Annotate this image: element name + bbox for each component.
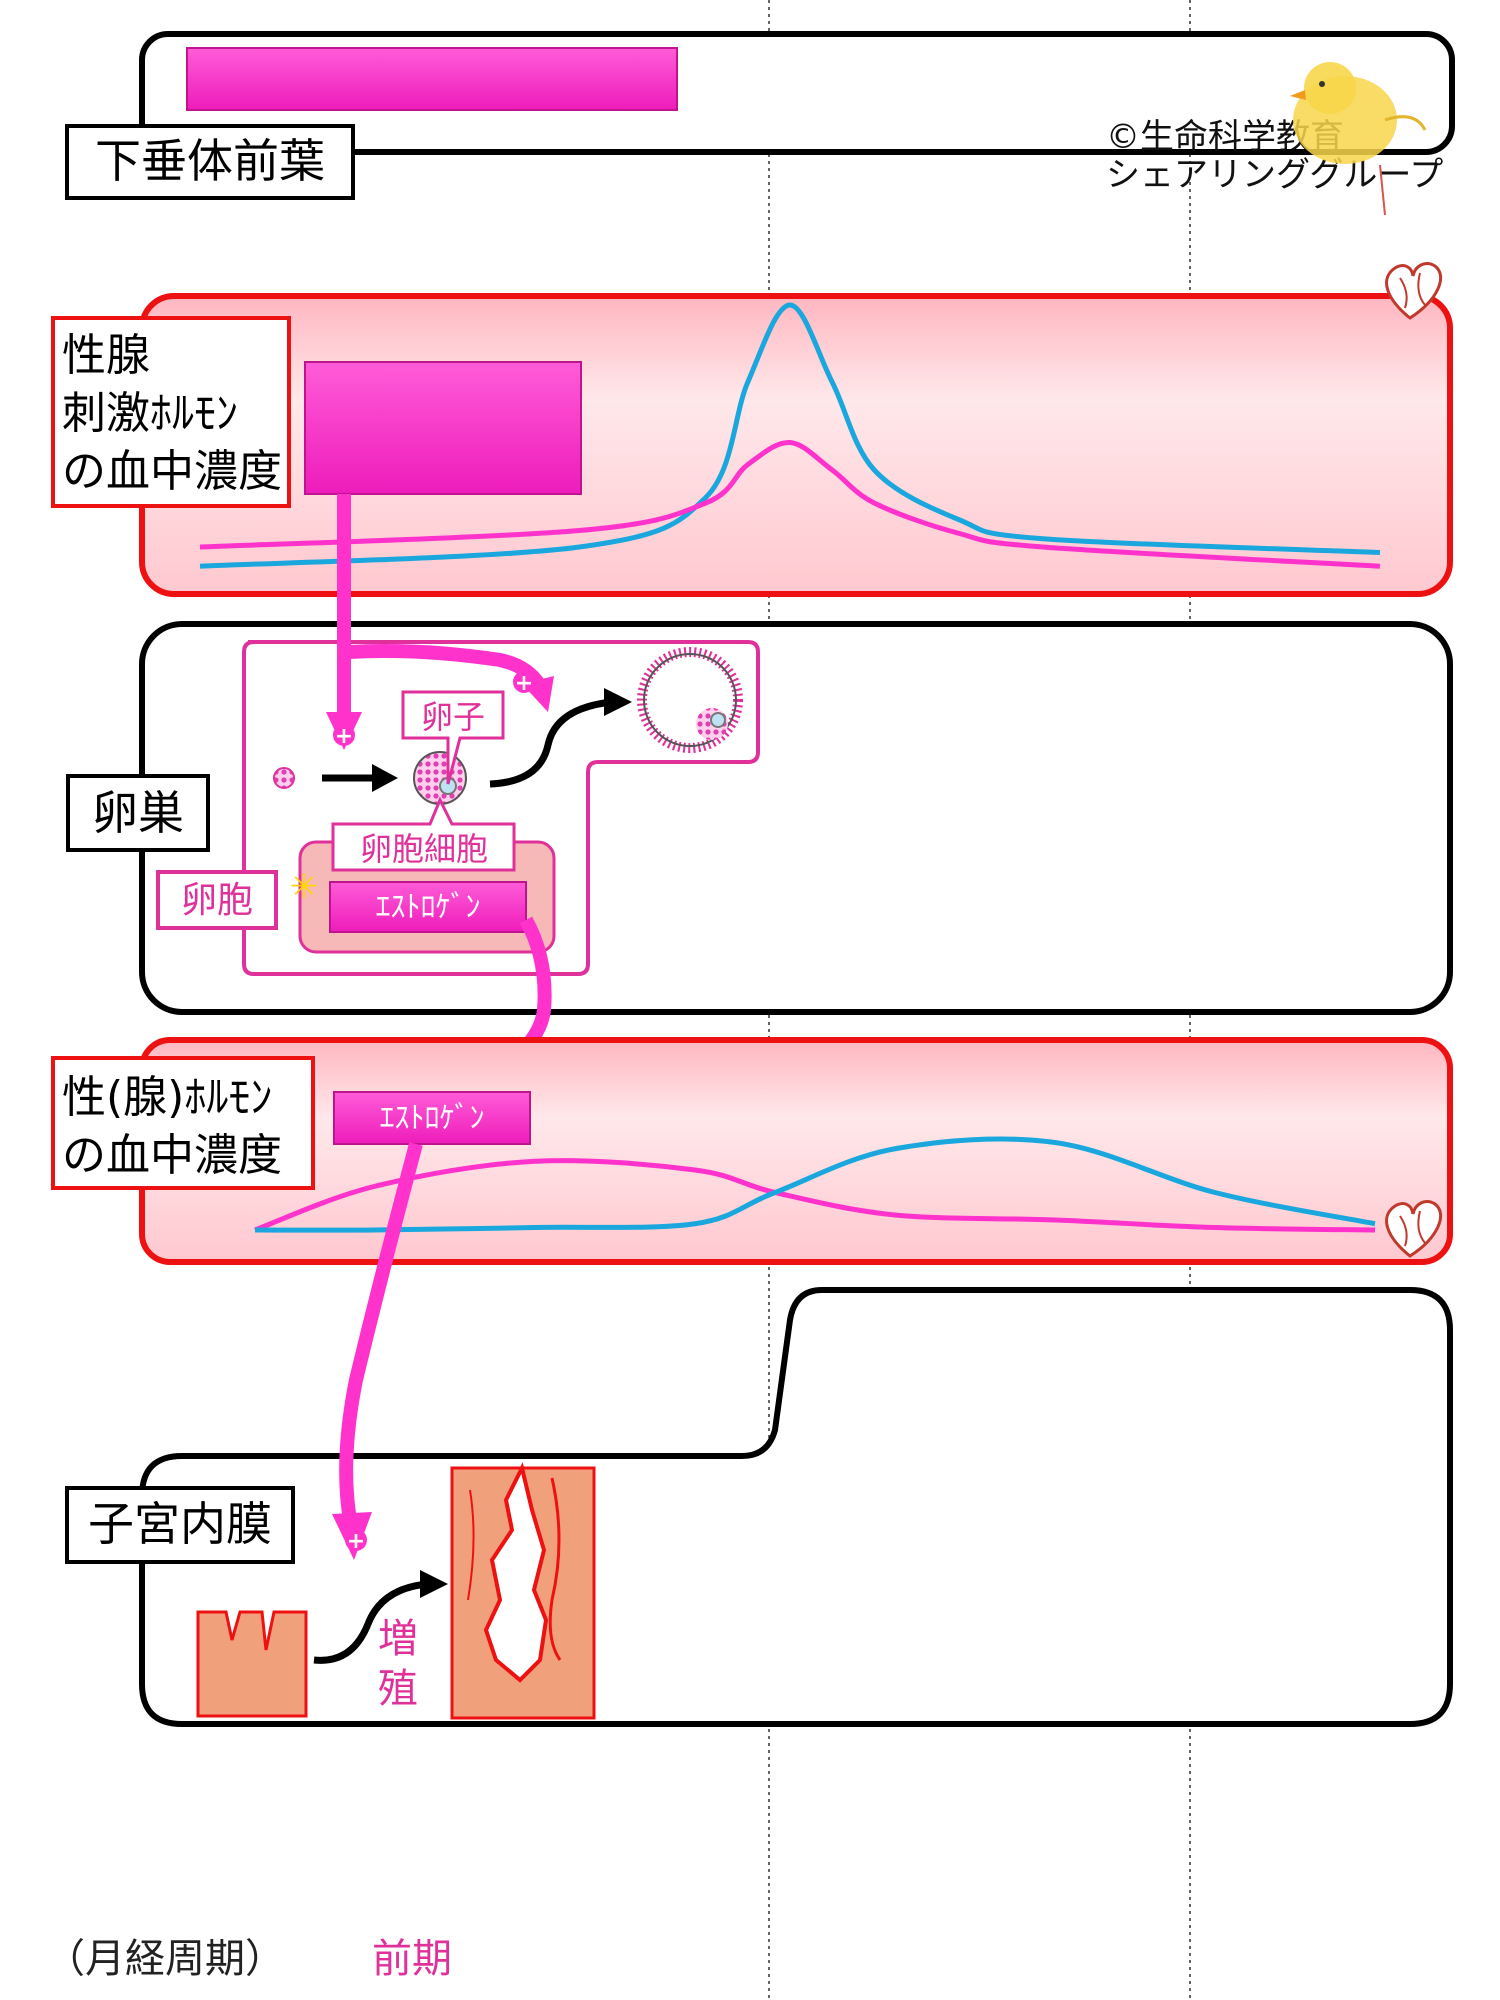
gonadotropin-hormone-box [304,361,582,495]
granulosa-label: 卵胞細胞 [360,830,488,868]
development-arrow-1-head [372,764,398,792]
egg-callout [401,690,505,785]
ovary-label: 卵巣 [92,786,184,840]
proliferation-label-1: 増 [378,1616,418,1662]
plus-sign: + [347,1529,365,1554]
phase-label: 前期 [372,1936,452,1982]
cycle-label: （月経周期） [45,1936,285,1982]
endometrium-label-box [65,1486,295,1564]
series-line-2 [199,440,1381,569]
heart-icon [1385,262,1443,320]
primordial-follicle [273,767,295,789]
pituitary-label: 下垂体前葉 [95,134,325,188]
estrogen-to-uterus-arrow [339,1142,423,1522]
plus-sign: + [335,724,353,749]
egg-label: 卵子 [421,698,485,736]
blood-estrogen-box [333,1091,531,1145]
proliferation-label-2: 殖 [378,1666,418,1712]
proliferation-arrow-head [420,1570,448,1598]
series-line-2 [254,1136,1376,1233]
gonadotropin-label-box [51,316,291,508]
gonadotropin-label-2: 刺激ﾎﾙﾓﾝ [62,388,238,439]
blood-estrogen-label: ｴｽﾄﾛｹﾞﾝ [380,1101,485,1136]
gonadotropin-chart [199,302,1381,569]
ovary-estrogen-label: ｴｽﾄﾛｹﾞﾝ [376,890,481,925]
granulosa-callout [331,796,516,872]
mature-egg [710,712,726,728]
pituitary-hormone-bar [186,47,678,111]
follicle-label-box [156,870,278,930]
plus-badge [333,724,355,746]
gonadotropin-label-3: の血中濃度 [62,446,282,497]
sex-hormone-chart [254,1136,1376,1233]
hormone-arrow-shaft [337,494,351,712]
mature-follicle-rim [643,653,737,747]
thick-endometrium [450,1462,596,1720]
heart-icon [1385,1200,1443,1258]
development-arrow-2 [489,698,613,788]
plus-badge [513,671,535,693]
series-line-1 [199,302,1381,569]
gonadotropin-label-1: 性腺 [62,330,150,381]
proliferation-arrow [313,1580,429,1664]
ovary-estrogen-box [329,881,527,933]
sex-hormone-label-1: 性(腺)ﾎﾙﾓﾝ [62,1072,272,1123]
copyright-line-2: シェアリンググループ [1106,155,1443,195]
sex-hormone-label-box [51,1056,315,1190]
pituitary-label-box [65,124,355,200]
growing-follicle [413,751,467,805]
thin-endometrium [196,1610,308,1718]
plus-badge [345,1529,367,1551]
plus-sign: + [515,671,533,696]
secretion-star-icon: ✳ [290,867,319,907]
follicle-label: 卵胞 [181,880,253,921]
sex-hormone-label-2: の血中濃度 [62,1130,282,1181]
chick-mascot-icon [1290,62,1427,216]
ovary-label-box [66,774,210,852]
development-arrow-2-head [604,688,632,716]
endometrium-label: 子宮内膜 [88,1497,272,1551]
